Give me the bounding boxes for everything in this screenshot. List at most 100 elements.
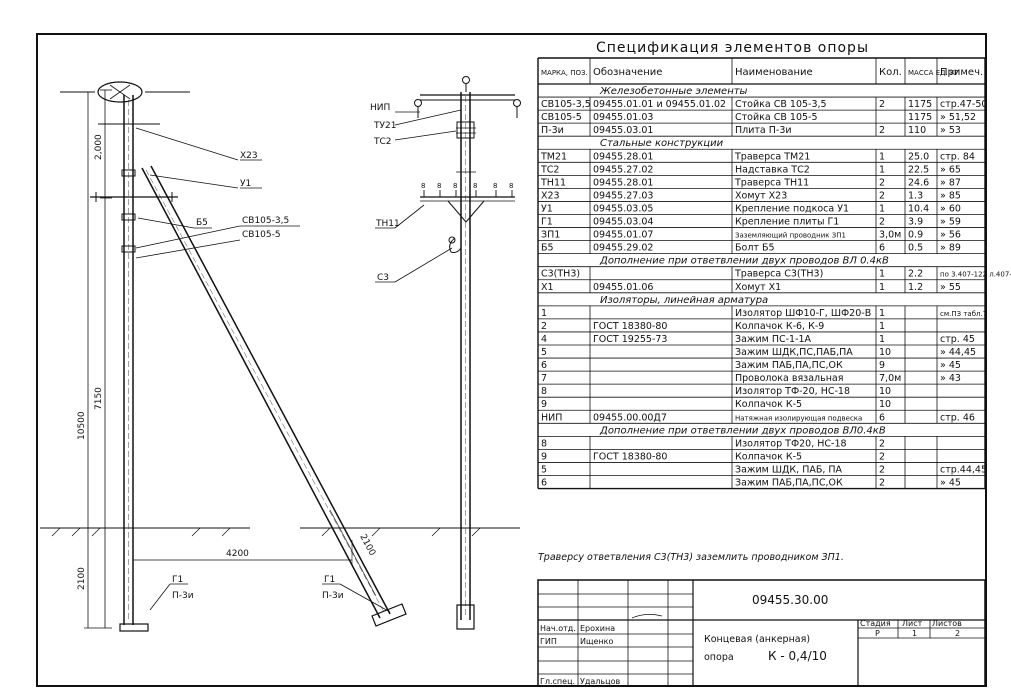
cell-designation: 09455.01.01 и 09455.01.02 — [593, 99, 726, 110]
cell-qty: 1 — [879, 151, 885, 162]
cell-mark: ЗП1 — [541, 230, 560, 241]
cell-name: Траверса ТН11 — [734, 177, 809, 188]
header-mass: МАССА ЕД. КГ — [908, 69, 959, 77]
cell-mark: 2 — [541, 321, 547, 332]
cell-designation: 09455.27.03 — [593, 190, 653, 201]
label-sv105-5: СВ105-5 — [242, 230, 281, 240]
cell-designation: 09455.03.05 — [593, 203, 653, 214]
cell-qty: 2 — [879, 125, 885, 136]
cell-mark: Б5 — [541, 243, 554, 254]
cell-qty: 2 — [879, 464, 885, 475]
cell-mass: 110 — [908, 125, 926, 136]
cell-note: стр. 45 — [940, 334, 975, 345]
cell-designation: 09455.03.01 — [593, 125, 653, 136]
dim-2100-strut: 2100 — [357, 533, 377, 558]
cell-qty: 10 — [879, 347, 891, 358]
dim-7150: 7150 — [94, 387, 104, 410]
label-insulator-3: 8 — [453, 182, 457, 190]
sheet-frame — [36, 33, 987, 687]
cell-name: Зажим ШДК,ПС,ПАБ,ПА — [735, 347, 853, 358]
right-pole-labels: НИП ТУ21 ТС2 ТН11 С3 8 8 8 8 8 8 — [370, 103, 513, 283]
cell-qty: 1 — [879, 269, 885, 280]
sheets-label: Листов — [932, 619, 962, 628]
section-title: Стальные конструкции — [600, 138, 724, 149]
cell-note: » 56 — [940, 230, 961, 241]
person-2: Ищенко — [580, 637, 614, 646]
cell-note: стр.47-50 — [940, 99, 987, 110]
label-p3i: П-3и — [172, 591, 194, 601]
cell-note: » 87 — [940, 177, 961, 188]
section-title: Железобетонные элементы — [599, 85, 748, 97]
label-insulator-1: 8 — [421, 182, 425, 190]
cell-mark: Х1 — [541, 282, 554, 293]
cell-name: Крепление плиты Г1 — [735, 217, 839, 228]
cell-qty: 7,0м — [879, 373, 901, 384]
cell-mark: 9 — [541, 399, 547, 410]
cell-designation: 09455.01.03 — [593, 112, 653, 123]
cell-mark: ТМ21 — [540, 151, 567, 162]
drawing-code: 09455.30.00 — [752, 593, 828, 607]
cell-designation: 09455.01.06 — [593, 282, 653, 293]
label-insulator-4: 8 — [473, 182, 477, 190]
spec-title: Спецификация элементов опоры — [596, 40, 869, 56]
cell-mass: 0.5 — [908, 243, 923, 254]
cell-qty: 3,0м — [879, 230, 901, 241]
cell-note: стр. 84 — [940, 151, 975, 162]
sheet-value: 1 — [912, 629, 917, 638]
cell-name: Стойка СВ 105-5 — [735, 112, 818, 123]
cell-note: по 3.407-122 л.407-1-118 — [940, 271, 1011, 279]
cell-name: Траверса ТМ21 — [734, 151, 810, 162]
role-3: Гл.спец. — [540, 677, 575, 686]
cell-mark: 8 — [541, 438, 547, 449]
cell-designation: ГОСТ 18380-80 — [593, 451, 667, 462]
cell-mark: 5 — [541, 347, 547, 358]
left-pole-drawing — [40, 81, 520, 632]
cell-mark: 4 — [541, 334, 547, 345]
cell-name: Зажим ПАБ,ПА,ПС,ОК — [735, 360, 843, 371]
label-th11: ТН11 — [375, 219, 400, 229]
cell-note: » 59 — [940, 217, 961, 228]
cell-qty: 1 — [879, 308, 885, 319]
cell-mass: 1.3 — [908, 190, 923, 201]
cell-name: Колпачок К-6, К-9 — [735, 321, 824, 332]
cell-qty: 2 — [879, 478, 885, 489]
cell-mark: СВ105-3,5 — [541, 99, 591, 110]
cell-mass: 10.4 — [908, 203, 929, 214]
cell-name: Хомут Х1 — [735, 282, 781, 293]
cell-note: » 85 — [940, 190, 961, 201]
cell-name: Колпачок К-5 — [735, 451, 802, 462]
cell-qty: 2 — [879, 217, 885, 228]
stage-label: Стадия — [860, 619, 891, 628]
cell-mass: 3.9 — [908, 217, 923, 228]
dim-2100-vertical: 2100 — [77, 567, 87, 590]
cell-note: стр.44,45 — [940, 464, 987, 475]
cell-note: см.ПЗ табл.7 — [940, 310, 987, 318]
dim-10500: 10500 — [77, 411, 87, 440]
cell-name: Зажим ПС-1-1А — [735, 334, 812, 345]
cell-name: Плита П-3и — [735, 125, 792, 136]
cell-name: Надставка ТС2 — [735, 164, 810, 175]
cell-mark: 9 — [541, 451, 547, 462]
label-g1-strut: Г1 — [324, 575, 335, 585]
cell-mark: ТН11 — [540, 177, 566, 188]
cell-mark: 5 — [541, 464, 547, 475]
cell-mark: СВ105-5 — [541, 112, 582, 123]
cell-note: » 60 — [940, 203, 961, 214]
cell-designation: 09455.00.00Д7 — [593, 412, 667, 423]
sheets-value: 2 — [955, 629, 960, 638]
cell-qty: 2 — [879, 451, 885, 462]
label-sv105-35: СВ105-3,5 — [242, 216, 289, 226]
cell-designation: 09455.29.02 — [593, 243, 653, 254]
cell-qty: 9 — [879, 360, 885, 371]
label-y1: У1 — [240, 179, 251, 189]
cell-name: Колпачок К-5 — [735, 399, 802, 410]
cell-name: Стойка СВ 105-3,5 — [735, 99, 827, 110]
cell-qty: 10 — [879, 399, 891, 410]
role-1: Нач.отд. — [540, 624, 576, 633]
cell-note: » 65 — [940, 164, 961, 175]
cell-note: » 51,52 — [940, 112, 976, 123]
header-designation: Обозначение — [593, 67, 662, 78]
section-title: Изоляторы, линейная арматура — [600, 295, 768, 306]
specification-table: Спецификация элементов опоры МАРКА, ПОЗ.… — [537, 40, 1011, 563]
cell-note: стр. 46 — [940, 412, 975, 423]
